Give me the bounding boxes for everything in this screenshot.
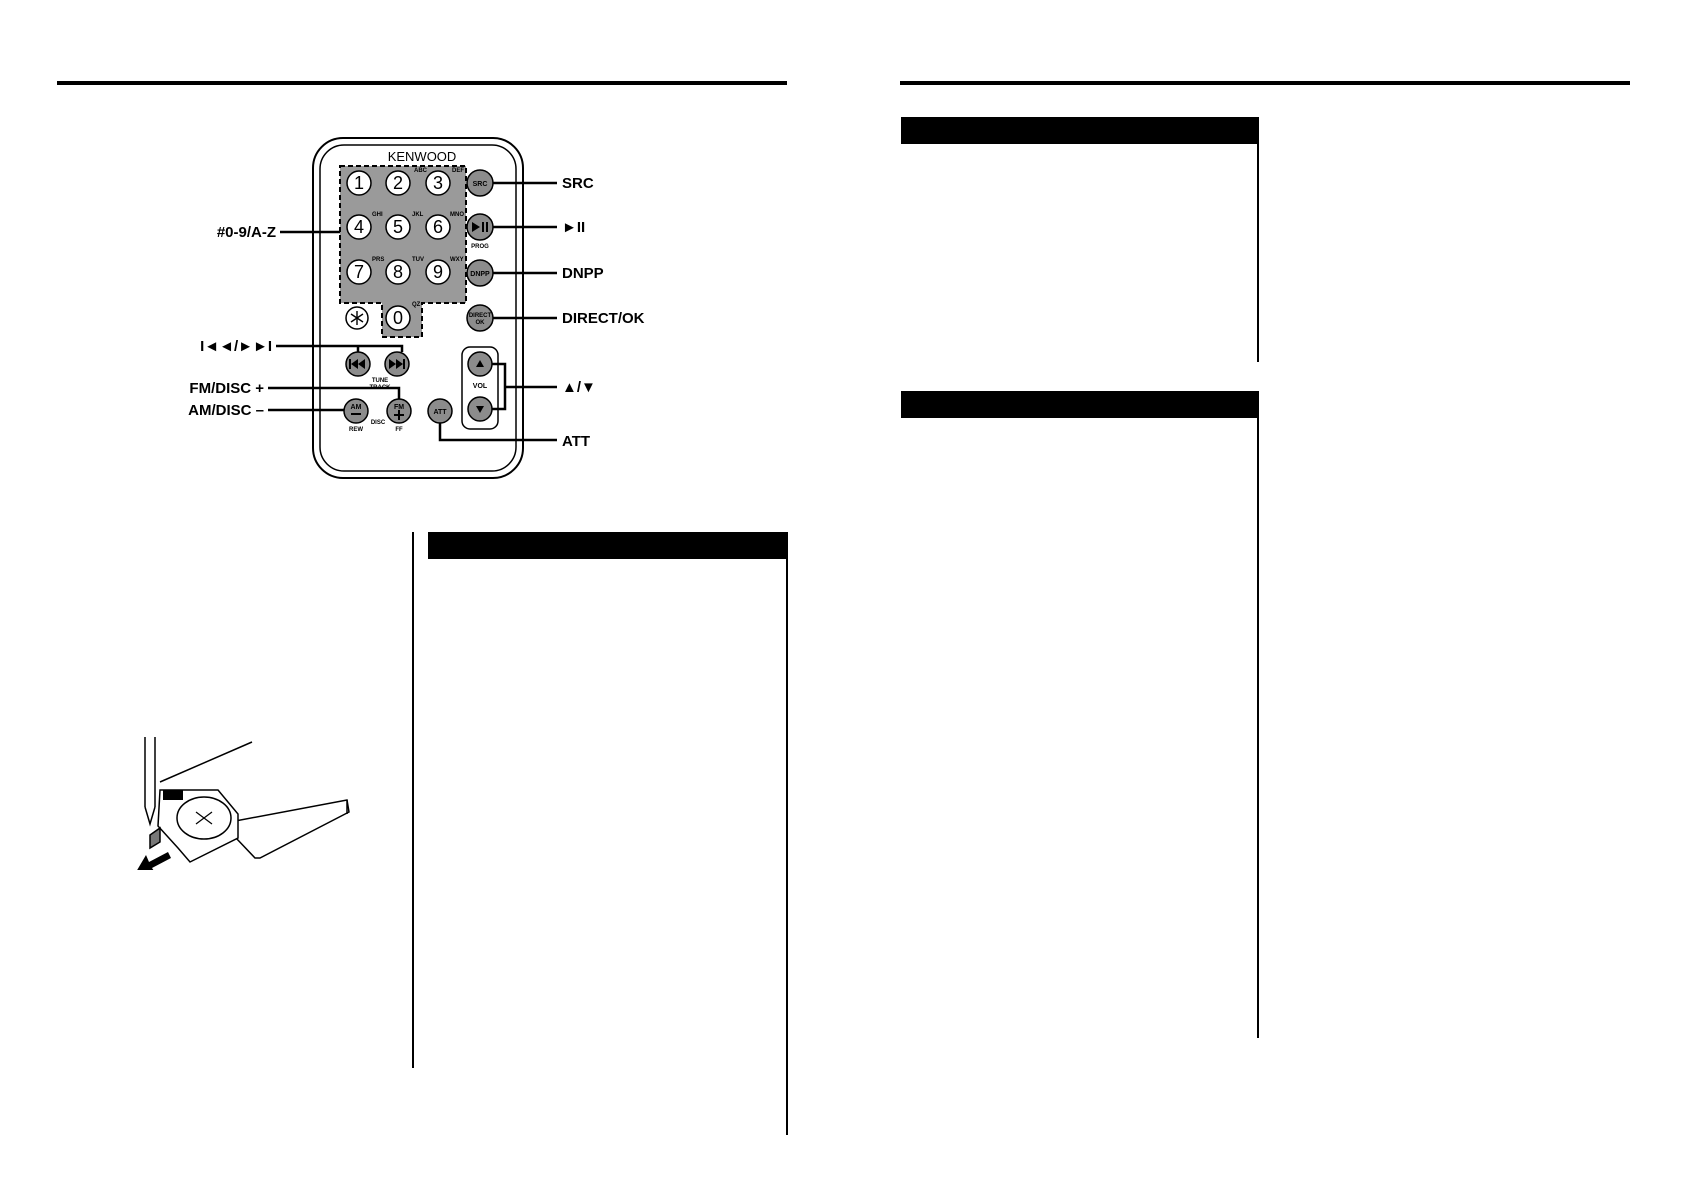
callout-numeric: #0-9/A-Z bbox=[217, 224, 276, 241]
asterisk-icon bbox=[350, 311, 364, 325]
remote-slab bbox=[159, 741, 350, 859]
digit-label: 0 bbox=[393, 308, 403, 328]
right-page-header-rule bbox=[900, 81, 1630, 85]
callout-leaders bbox=[268, 181, 557, 442]
digit-label: 1 bbox=[354, 173, 364, 193]
asterisk-key[interactable] bbox=[345, 306, 369, 330]
down-arrow-icon bbox=[476, 406, 484, 413]
fm-button-label: FM bbox=[394, 404, 404, 411]
tune-label: TUNE bbox=[372, 378, 388, 384]
prog-label: PROG bbox=[471, 244, 489, 250]
skip-back-icon bbox=[349, 359, 365, 369]
volume-down-button[interactable] bbox=[467, 396, 493, 422]
brand-logo: KENWOOD bbox=[388, 149, 457, 164]
direct-label: DIRECT bbox=[469, 313, 492, 319]
digit-key-5[interactable]: 5 JKL bbox=[385, 212, 424, 240]
column-divider bbox=[1257, 117, 1259, 362]
play-pause-icon bbox=[472, 222, 488, 232]
letters-label: JKL bbox=[412, 212, 424, 218]
section-heading-bar bbox=[901, 391, 1259, 418]
digit-label: 8 bbox=[393, 262, 403, 282]
letters-label: PRS bbox=[372, 257, 384, 263]
digit-label: 5 bbox=[393, 217, 403, 237]
digit-label: 6 bbox=[433, 217, 443, 237]
digit-key-8[interactable]: 8 TUV bbox=[385, 257, 424, 285]
dnpp-button[interactable]: DNPP bbox=[466, 259, 494, 287]
skip-forward-icon bbox=[389, 359, 405, 369]
letters-label: TUV bbox=[412, 257, 424, 263]
push-arrow-icon bbox=[163, 790, 183, 800]
callout-direct-ok: DIRECT/OK bbox=[562, 310, 645, 327]
section-heading-bar bbox=[901, 117, 1259, 144]
ok-label: OK bbox=[476, 320, 486, 326]
digit-label: 7 bbox=[354, 262, 364, 282]
column-divider bbox=[786, 532, 788, 1135]
letters-label: QZ bbox=[412, 302, 421, 308]
letters-label: MNO bbox=[450, 212, 464, 218]
digit-key-6[interactable]: 6 MNO bbox=[425, 212, 464, 240]
am-button[interactable]: AM bbox=[343, 398, 369, 424]
callout-dnpp: DNPP bbox=[562, 265, 604, 282]
digit-key-2[interactable]: 2 ABC bbox=[385, 168, 428, 196]
up-arrow-icon bbox=[476, 360, 484, 367]
callout-fm-disc: FM/DISC + bbox=[189, 380, 264, 397]
pull-out-arrow-icon bbox=[137, 852, 171, 870]
callout-play-pause: ►II bbox=[562, 219, 585, 236]
am-button-label: AM bbox=[351, 404, 362, 411]
digit-key-3[interactable]: 3 DEF bbox=[425, 168, 464, 196]
callout-up-down: ▲/▼ bbox=[562, 379, 596, 396]
coin-battery-icon bbox=[176, 796, 232, 840]
digit-label: 2 bbox=[393, 173, 403, 193]
letters-label: GHI bbox=[372, 212, 383, 218]
disc-label: DISC bbox=[371, 420, 386, 426]
src-button-label: SRC bbox=[473, 181, 488, 188]
callout-src: SRC bbox=[562, 175, 594, 192]
skip-back-button[interactable] bbox=[345, 351, 371, 377]
letters-label: ABC bbox=[414, 168, 428, 174]
section-heading-bar bbox=[428, 532, 788, 559]
vol-label: VOL bbox=[473, 383, 488, 390]
digit-key-0[interactable]: 0 QZ bbox=[385, 302, 421, 331]
rew-label: REW bbox=[349, 427, 363, 433]
digit-key-4[interactable]: 4 GHI bbox=[346, 212, 383, 240]
callout-att: ATT bbox=[562, 433, 590, 450]
src-button[interactable]: SRC bbox=[466, 169, 494, 197]
play-pause-button[interactable]: PROG bbox=[466, 213, 494, 250]
skip-forward-button[interactable] bbox=[384, 351, 410, 377]
dnpp-button-label: DNPP bbox=[470, 271, 490, 278]
digit-key-7[interactable]: 7 PRS bbox=[346, 257, 384, 285]
letters-label: WXY bbox=[450, 257, 464, 263]
letters-label: DEF bbox=[452, 168, 464, 174]
att-button[interactable]: ATT bbox=[427, 398, 453, 424]
volume-up-button[interactable] bbox=[467, 351, 493, 377]
column-divider bbox=[1257, 391, 1259, 1038]
digit-key-9[interactable]: 9 WXY bbox=[425, 257, 464, 285]
keypad-region bbox=[339, 165, 467, 338]
pen-tool bbox=[144, 737, 156, 827]
digit-key-1[interactable]: 1 bbox=[346, 170, 372, 196]
left-page-header-rule bbox=[57, 81, 787, 85]
digit-label: 4 bbox=[354, 217, 364, 237]
plus-icon bbox=[394, 410, 404, 420]
callout-am-disc: AM/DISC – bbox=[188, 402, 264, 419]
ff-label: FF bbox=[395, 427, 403, 433]
minus-icon bbox=[351, 413, 361, 415]
callout-skip: I◄◄/►►I bbox=[200, 338, 272, 355]
att-button-label: ATT bbox=[433, 409, 447, 416]
direct-ok-button[interactable]: DIRECT OK bbox=[466, 304, 494, 332]
battery-replacement-illustration bbox=[137, 737, 350, 870]
column-divider bbox=[412, 532, 414, 1068]
digit-label: 9 bbox=[433, 262, 443, 282]
fm-button[interactable]: FM bbox=[386, 398, 412, 424]
digit-label: 3 bbox=[433, 173, 443, 193]
remote-body-inner bbox=[319, 144, 517, 472]
